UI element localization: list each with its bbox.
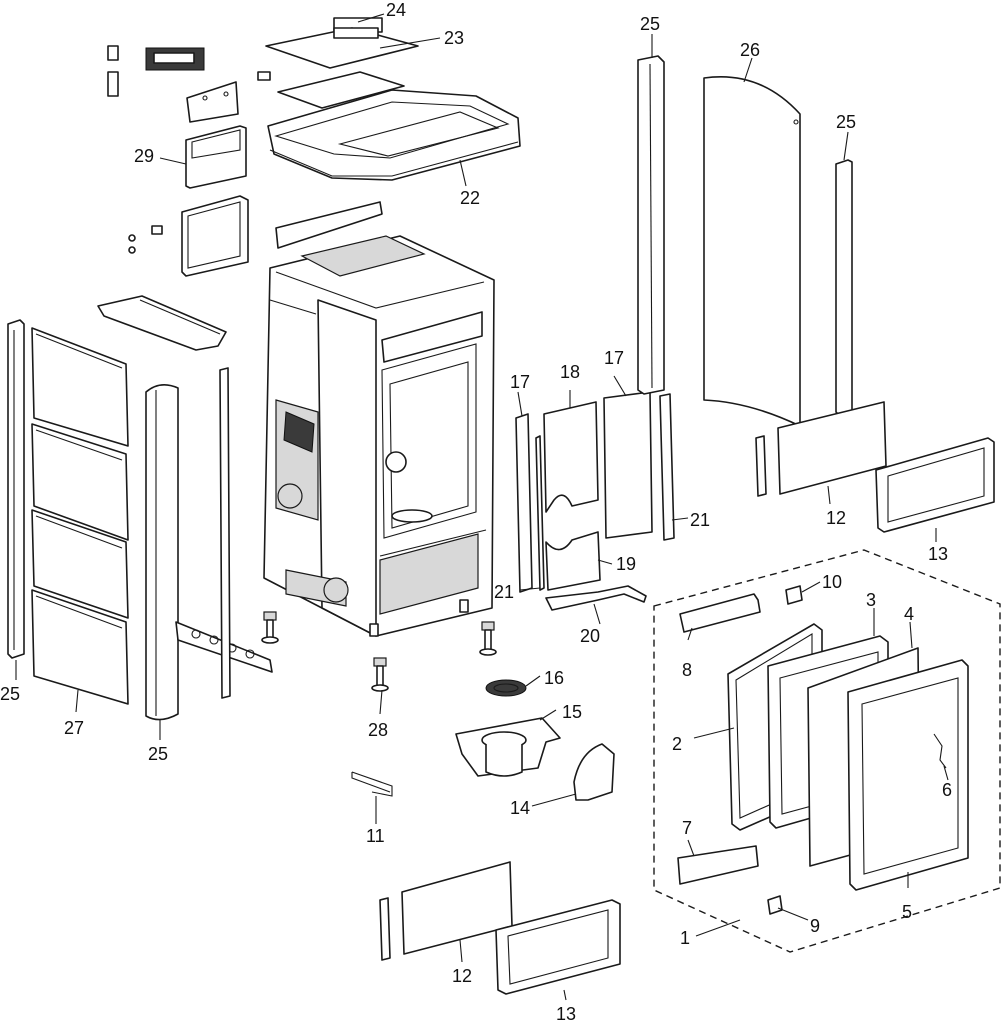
side-panel-26 bbox=[703, 76, 801, 427]
side-strip-25-right bbox=[835, 159, 853, 417]
stove-body bbox=[263, 235, 495, 637]
label-13: 13 bbox=[556, 1004, 576, 1024]
label-10: 10 bbox=[822, 572, 842, 592]
vertical-strip bbox=[219, 367, 231, 699]
label-12: 12 bbox=[452, 966, 472, 986]
label-28: 28 bbox=[368, 720, 388, 740]
label-6: 6 bbox=[942, 780, 952, 800]
lid-frame bbox=[277, 71, 405, 109]
label-27: 27 bbox=[64, 718, 84, 738]
right-frame-13 bbox=[875, 437, 995, 533]
label-13-right: 13 bbox=[928, 544, 948, 564]
label-1: 1 bbox=[680, 928, 690, 948]
control-panel-parts bbox=[107, 45, 239, 123]
label-15: 15 bbox=[562, 702, 582, 722]
label-19: 19 bbox=[616, 554, 636, 574]
electronics-bracket bbox=[128, 195, 249, 277]
label-20: 20 bbox=[580, 626, 600, 646]
label-14: 14 bbox=[510, 798, 530, 818]
label-2: 2 bbox=[672, 734, 682, 754]
label-25-right: 25 bbox=[836, 112, 856, 132]
top-frame-22 bbox=[267, 89, 521, 181]
label-17: 17 bbox=[510, 372, 530, 392]
door-assembly-outline bbox=[653, 549, 1001, 953]
side-strip-25-left bbox=[7, 319, 25, 659]
label-29: 29 bbox=[134, 146, 154, 166]
label-4: 4 bbox=[904, 604, 914, 624]
small-parts-bottom-center bbox=[351, 679, 615, 801]
label-12-right: 12 bbox=[826, 508, 846, 528]
label-5: 5 bbox=[902, 902, 912, 922]
side-liners bbox=[515, 391, 675, 611]
label-22: 22 bbox=[460, 188, 480, 208]
bottom-panel-12 bbox=[379, 861, 513, 961]
door-assembly bbox=[677, 585, 969, 915]
support-rail bbox=[97, 295, 227, 351]
label-25-top: 25 bbox=[640, 14, 660, 34]
side-strip-25-right-top bbox=[637, 55, 665, 395]
label-9: 9 bbox=[810, 916, 820, 936]
front-rail bbox=[275, 201, 383, 249]
label-11: 11 bbox=[366, 826, 385, 846]
labels: 1 2 3 4 5 6 7 8 9 10 11 12 12 13 13 14 1… bbox=[0, 0, 952, 1024]
label-8: 8 bbox=[682, 660, 692, 680]
leader-lines bbox=[15, 13, 949, 1001]
label-3: 3 bbox=[866, 590, 876, 610]
label-21: 21 bbox=[690, 510, 710, 530]
top-plate-23 bbox=[257, 27, 419, 81]
side-column-25-middle bbox=[145, 384, 179, 721]
label-24: 24 bbox=[386, 0, 406, 20]
label-25-middle: 25 bbox=[148, 744, 168, 764]
label-16: 16 bbox=[544, 668, 564, 688]
label-17-right: 17 bbox=[604, 348, 624, 368]
label-26: 26 bbox=[740, 40, 760, 60]
label-23: 23 bbox=[444, 28, 464, 48]
label-18: 18 bbox=[560, 362, 580, 382]
label-25-left: 25 bbox=[0, 684, 20, 704]
bottom-frame-13 bbox=[495, 899, 621, 995]
right-panel-12 bbox=[755, 401, 887, 497]
label-7: 7 bbox=[682, 818, 692, 838]
side-panels-27 bbox=[31, 327, 129, 705]
feet-28 bbox=[261, 611, 497, 692]
display-panel-29 bbox=[185, 125, 247, 189]
label-21-bottom: 21 bbox=[494, 582, 514, 602]
